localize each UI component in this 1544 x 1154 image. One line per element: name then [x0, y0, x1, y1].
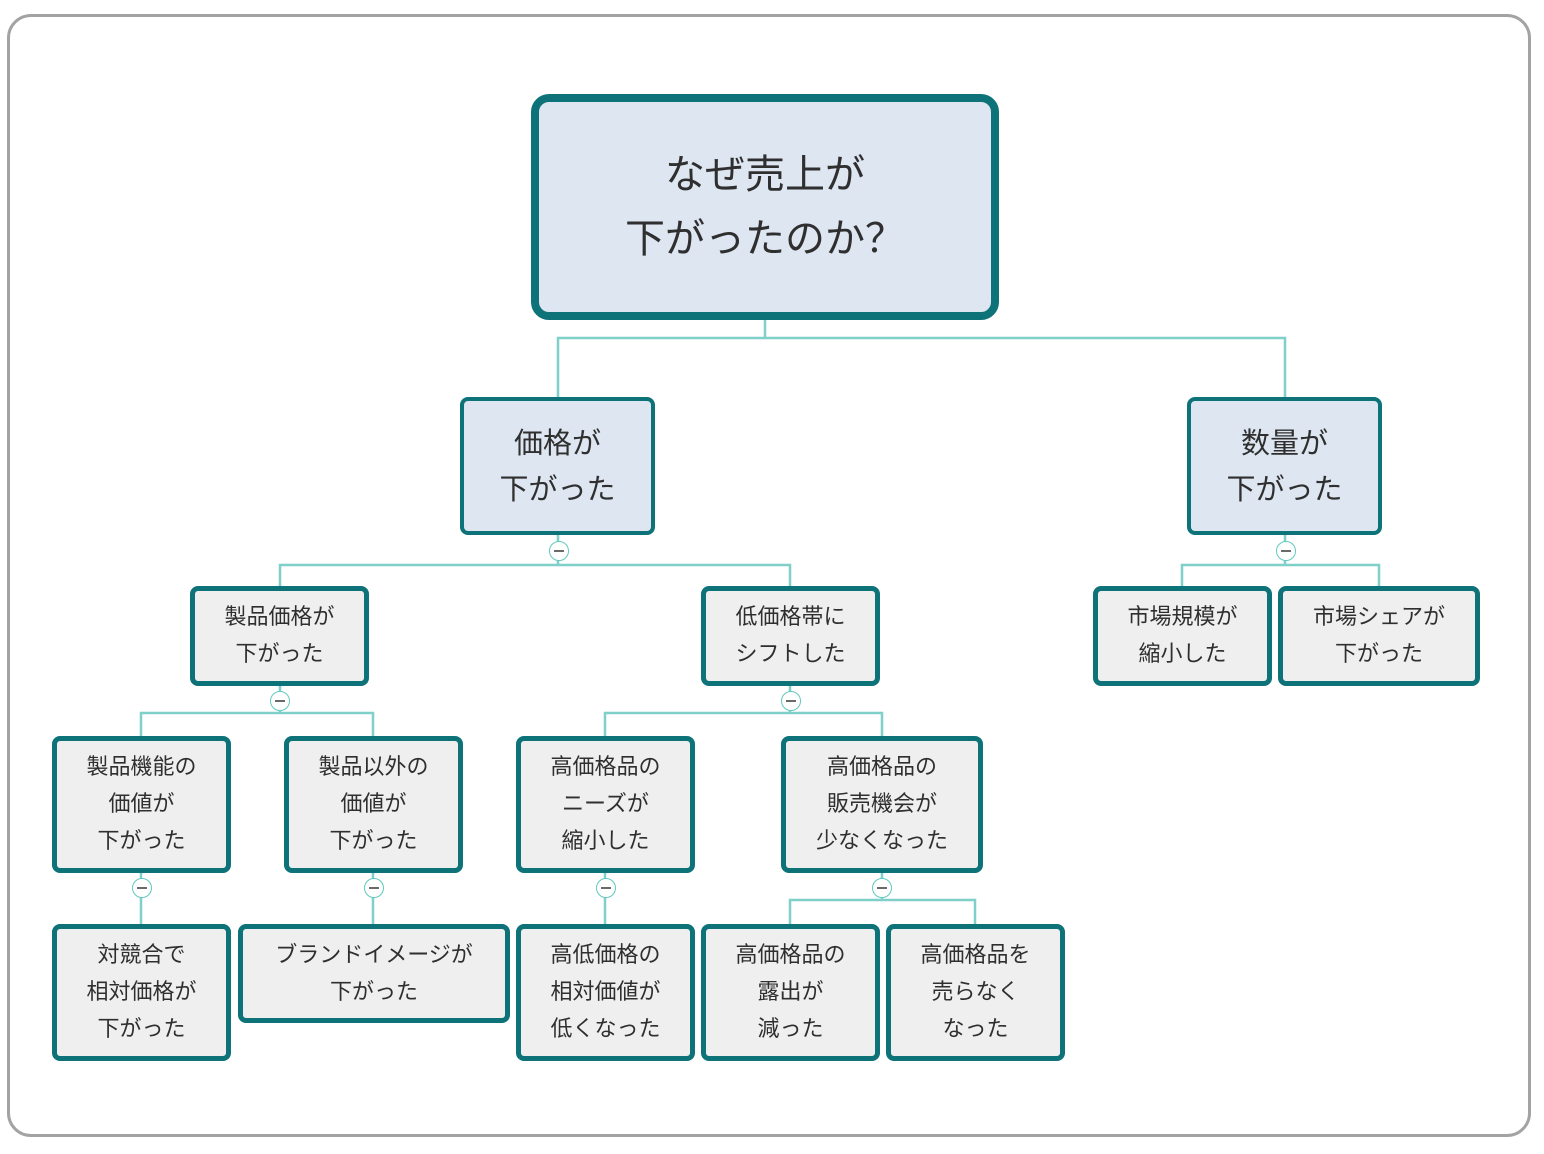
minus-circle-icon[interactable] [270, 691, 290, 711]
high-price-needs-shrink-node[interactable]: 高価格品の ニーズが 縮小した [516, 736, 695, 873]
product-price-decline-node[interactable]: 製品価格が 下がった [190, 586, 369, 686]
minus-circle-icon[interactable] [1276, 541, 1296, 561]
low-price-shift-node[interactable]: 低価格帯に シフトした [701, 586, 880, 686]
minus-circle-icon[interactable] [549, 541, 569, 561]
stop-selling-high-price-node[interactable]: 高価格品を 売らなく なった [886, 924, 1065, 1061]
root-question-node[interactable]: なぜ売上が 下がったのか？ [531, 94, 999, 320]
competitor-relative-price-node[interactable]: 対競合で 相対価格が 下がった [52, 924, 231, 1061]
high-price-exposure-decline-node[interactable]: 高価格品の 露出が 減った [701, 924, 880, 1061]
high-price-sales-opportunity-node[interactable]: 高価格品の 販売機会が 少なくなった [781, 736, 983, 873]
connector-quantity-children [1180, 532, 1381, 589]
minus-circle-icon[interactable] [596, 878, 616, 898]
relative-value-decline-node[interactable]: 高低価格の 相対価値が 低くなった [516, 924, 695, 1061]
market-share-decline-node[interactable]: 市場シェアが 下がった [1278, 586, 1480, 686]
price-decline-node[interactable]: 価格が 下がった [460, 397, 655, 535]
brand-image-decline-node[interactable]: ブランドイメージが 下がった [238, 924, 510, 1023]
minus-circle-icon[interactable] [132, 878, 152, 898]
connector-product-price-children [139, 683, 375, 739]
non-product-value-decline-node[interactable]: 製品以外の 価値が 下がった [284, 736, 463, 873]
market-shrink-node[interactable]: 市場規模が 縮小した [1093, 586, 1272, 686]
connector-price-children [278, 532, 792, 589]
connector-root-children [556, 317, 1287, 400]
minus-circle-icon[interactable] [872, 878, 892, 898]
minus-circle-icon[interactable] [781, 691, 801, 711]
connector-low-price-shift-children [603, 683, 884, 739]
quantity-decline-node[interactable]: 数量が 下がった [1187, 397, 1382, 535]
function-value-decline-node[interactable]: 製品機能の 価値が 下がった [52, 736, 231, 873]
minus-circle-icon[interactable] [364, 878, 384, 898]
